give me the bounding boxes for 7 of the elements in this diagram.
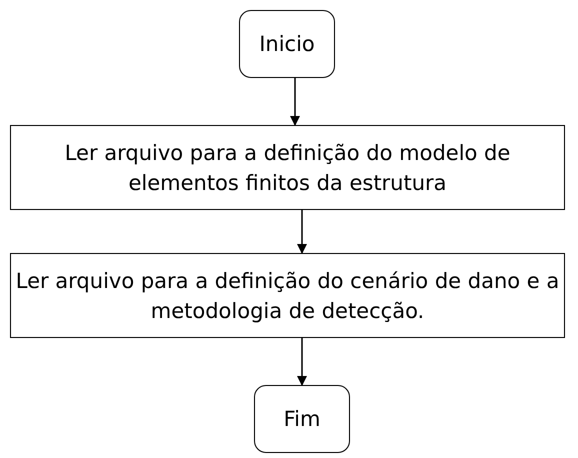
arrow (297, 338, 307, 386)
arrow (290, 78, 300, 126)
arrow (297, 210, 307, 254)
process-box: Ler arquivo para a definição do cenário de dano e a metodologia de detecção. (10, 253, 565, 338)
process-box: Ler arquivo para a definição do modelo de elementos finitos da estrutura (10, 125, 565, 210)
terminal-box: Fim (254, 385, 350, 453)
terminal-box: Inicio (239, 10, 335, 78)
